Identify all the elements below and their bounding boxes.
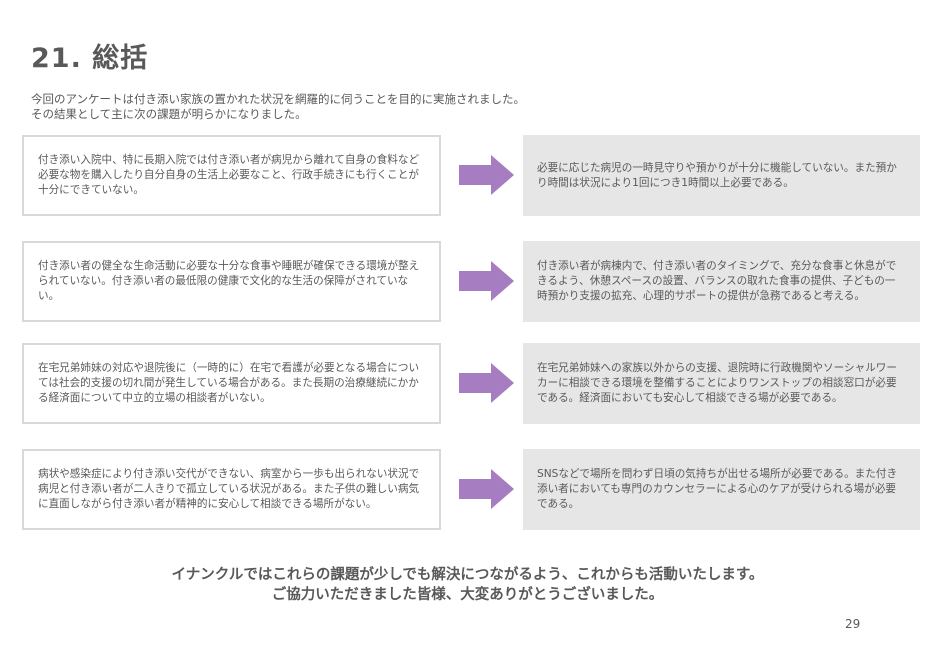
solution-text-3: 在宅兄弟姉妹への家族以外からの支援、退院時に行政機関やソーシャルワーカーに相談で… [537,362,897,404]
solution-box-3: 在宅兄弟姉妹への家族以外からの支援、退院時に行政機関やソーシャルワーカーに相談で… [523,343,920,424]
solution-box-1: 必要に応じた病児の一時見守りや預かりが十分に機能していない。また預かり時間は状況… [523,135,920,216]
issue-box-2: 付き添い者の健全な生命活動に必要な十分な食事や睡眠が確保できる環境が整えられてい… [22,241,441,322]
closing-message: イナンクルではこれらの課題が少しでも解決につながるよう、これからも活動いたします… [0,565,935,605]
issue-box-3: 在宅兄弟姉妹の対応や退院後に（一時的に）在宅で看護が必要となる場合については社会… [22,343,441,424]
closing-line-1: イナンクルではこれらの課題が少しでも解決につながるよう、これからも活動いたします… [171,567,764,583]
right-arrow-icon [459,261,514,301]
solution-text-1: 必要に応じた病児の一時見守りや預かりが十分に機能していない。また預かり時間は状況… [537,161,897,189]
right-arrow-icon [459,363,514,403]
solution-box-4: SNSなどで場所を問わず日頃の気持ちが出せる場所が必要である。また付き添い者にお… [523,449,920,530]
issue-text-4: 病状や感染症により付き添い交代ができない、病室から一歩も出られない状況で病児と付… [38,468,420,510]
issue-text-3: 在宅兄弟姉妹の対応や退院後に（一時的に）在宅で看護が必要となる場合については社会… [38,362,420,404]
intro-line-2: その結果として主に次の課題が明らかになりました。 [31,107,307,121]
solution-text-4: SNSなどで場所を問わず日頃の気持ちが出せる場所が必要である。また付き添い者にお… [537,468,898,510]
solution-box-2: 付き添い者が病棟内で、付き添い者のタイミングで、充分な食事と休息ができるよう、休… [523,241,920,322]
issue-box-1: 付き添い入院中、特に長期入院では付き添い者が病児から離れて自身の食料など必要な物… [22,135,441,216]
closing-line-2: ご協力いただきました皆様、大変ありがとうございました。 [271,587,664,603]
issue-box-4: 病状や感染症により付き添い交代ができない、病室から一歩も出られない状況で病児と付… [22,449,441,530]
right-arrow-icon [459,155,514,195]
solution-text-2: 付き添い者が病棟内で、付き添い者のタイミングで、充分な食事と休息ができるよう、休… [537,260,897,302]
intro-line-1: 今回のアンケートは付き添い家族の置かれた状況を網羅的に伺うことを目的に実施されま… [31,92,526,106]
right-arrow-icon [459,469,514,509]
page-number: 29 [845,617,861,631]
intro-text: 今回のアンケートは付き添い家族の置かれた状況を網羅的に伺うことを目的に実施されま… [31,92,525,122]
page-title: 21. 総括 [31,43,149,74]
issue-text-2: 付き添い者の健全な生命活動に必要な十分な食事や睡眠が確保できる環境が整えられてい… [38,260,420,302]
issue-text-1: 付き添い入院中、特に長期入院では付き添い者が病児から離れて自身の食料など必要な物… [38,154,420,196]
